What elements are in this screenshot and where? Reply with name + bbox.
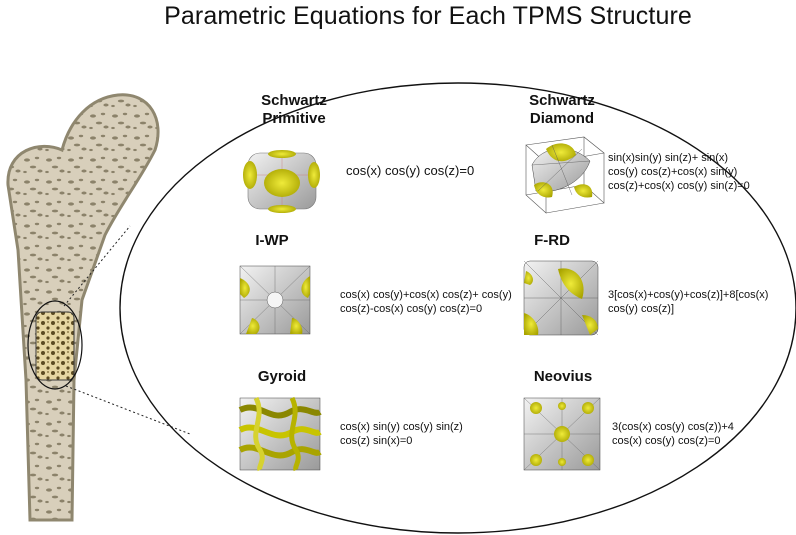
zoom-ellipse xyxy=(119,82,796,534)
label-line: Schwartz xyxy=(529,92,595,109)
neovius-model xyxy=(523,397,601,471)
equation-line: cos(y) cos(z)] xyxy=(608,303,674,315)
schwartz-diamond-model xyxy=(525,136,605,214)
equation-line: cos(x) cos(y)+cos(x) cos(z)+ cos(y) xyxy=(340,289,512,301)
sample-highlight-ring xyxy=(27,300,83,390)
equation-line: cos(y) cos(z)+cos(x) sin(y) xyxy=(608,166,738,178)
connector-line-top xyxy=(63,225,131,307)
i-wp-model xyxy=(239,265,311,335)
label-line: I-WP xyxy=(255,232,289,249)
spongy-bone-sample xyxy=(35,311,75,381)
label-line: F-RD xyxy=(534,232,570,249)
schwartz-primitive-model xyxy=(243,150,320,213)
equation-line: cos(x) cos(y) cos(z)=0 xyxy=(346,163,475,178)
label-gyroid: Gyroid xyxy=(242,368,322,386)
equation-line: sin(x)sin(y) sin(z)+ sin(x) xyxy=(608,152,729,164)
equation-i-wp: cos(x) cos(y)+cos(x) cos(z)+ cos(y) cos(… xyxy=(340,288,512,316)
equation-line: cos(x) sin(y) cos(y) sin(z) xyxy=(340,421,463,433)
label-schwartz-primitive: Schwartz Primitive xyxy=(246,92,342,128)
equation-line: cos(z) sin(x)=0 xyxy=(340,435,413,447)
femur-outline xyxy=(6,93,160,522)
equation-neovius: 3(cos(x) cos(y) cos(z))+4 cos(x) cos(y) … xyxy=(612,420,734,448)
equation-line: cos(x) cos(y) cos(z)=0 xyxy=(612,435,721,447)
label-f-rd: F-RD xyxy=(522,232,582,250)
figure-title: Parametric Equations for Each TPMS Struc… xyxy=(164,2,692,30)
label-line: Neovius xyxy=(533,368,593,385)
f-rd-model xyxy=(523,260,599,336)
label-line: Diamond xyxy=(529,110,595,127)
equation-line: cos(z)+cos(x) cos(y) sin(z)=0 xyxy=(608,180,750,192)
equation-schwartz-primitive: cos(x) cos(y) cos(z)=0 xyxy=(346,163,474,179)
label-line: Gyroid xyxy=(257,368,307,385)
femur-bone-illustration xyxy=(6,93,160,522)
equation-line: cos(z)-cos(x) cos(y) cos(z)=0 xyxy=(340,303,483,315)
equation-f-rd: 3[cos(x)+cos(y)+cos(z)]+8[cos(x) cos(y) … xyxy=(608,288,768,316)
equation-gyroid: cos(x) sin(y) cos(y) sin(z) cos(z) sin(x… xyxy=(340,420,463,448)
label-neovius: Neovius xyxy=(520,368,606,386)
gyroid-model xyxy=(238,396,322,472)
equation-line: 3(cos(x) cos(y) cos(z))+4 xyxy=(612,421,734,433)
label-i-wp: I-WP xyxy=(242,232,302,250)
label-line: Primitive xyxy=(262,110,326,127)
label-schwartz-diamond: Schwartz Diamond xyxy=(512,92,612,128)
equation-schwartz-diamond: sin(x)sin(y) sin(z)+ sin(x) cos(y) cos(z… xyxy=(608,151,750,193)
equation-line: 3[cos(x)+cos(y)+cos(z)]+8[cos(x) xyxy=(608,289,769,301)
label-line: Schwartz xyxy=(261,92,327,109)
